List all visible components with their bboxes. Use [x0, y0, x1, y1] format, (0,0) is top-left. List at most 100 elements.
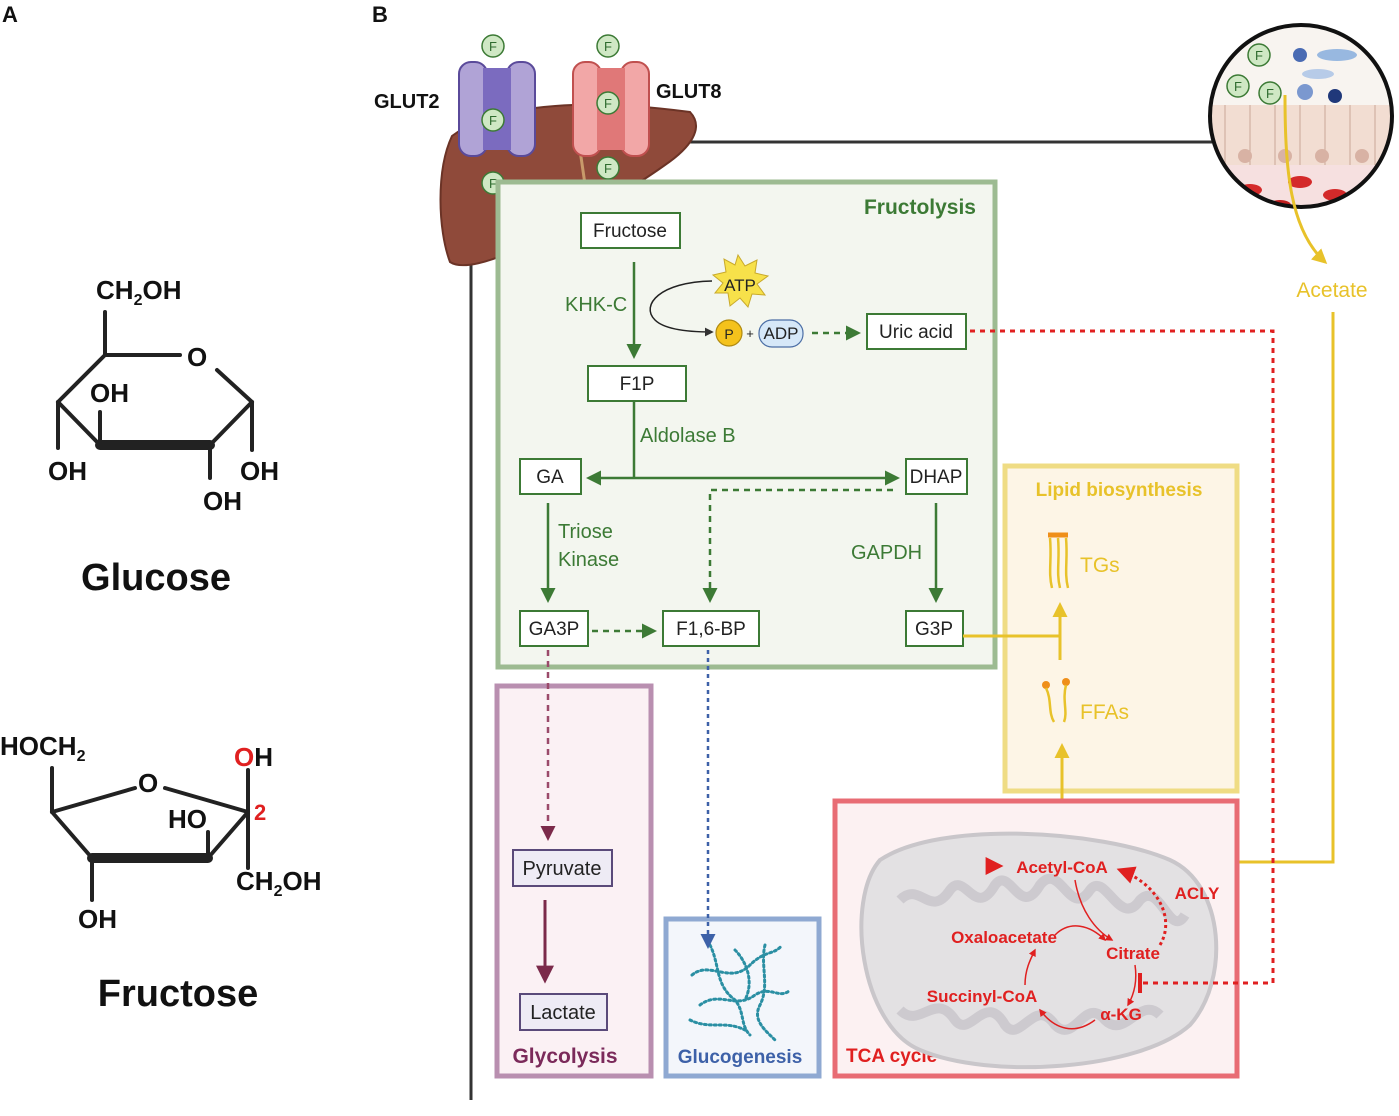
succinyl-coa-label: Succinyl-CoA	[927, 987, 1038, 1006]
f-symbol-5: F	[604, 96, 612, 111]
f-symbol-1: F	[489, 39, 497, 54]
fructose-node-box	[580, 212, 681, 249]
g3p-node-label: G3P	[915, 619, 953, 640]
glucose-oh-upper: OH	[90, 378, 129, 408]
fructolysis-box	[495, 179, 998, 670]
panel-b-label: B	[372, 2, 388, 27]
fructose-ch2oh: CH2OH	[236, 866, 321, 900]
fructose-structure	[50, 766, 250, 902]
fructose-name: Fructose	[98, 973, 258, 1015]
arrow-succinylcoa-to-oxaloacetate	[1024, 948, 1036, 986]
glucose-name: Glucose	[81, 557, 231, 599]
glut8-transporter	[572, 61, 650, 157]
ga-node-label: GA	[536, 467, 564, 488]
fructose-ho-mid: HO	[168, 804, 207, 834]
fructolysis-title: Fructolysis	[864, 196, 976, 219]
phosphate-icon: P	[715, 319, 743, 347]
f-symbol-gut-2: F	[1234, 79, 1242, 94]
atp-label: ATP	[724, 276, 756, 295]
fructose-oh-bottom: OH	[78, 904, 117, 934]
khk-c-label: KHK-C	[565, 294, 627, 316]
triglyceride-icon	[1048, 532, 1070, 589]
f16bp-node-label: F1,6-BP	[676, 619, 746, 640]
f-symbol-2: F	[489, 113, 497, 128]
gapdh-label: GAPDH	[851, 542, 922, 564]
fatty-acid-icon	[1042, 678, 1070, 723]
acetyl-coa-label: Acetyl-CoA	[1016, 858, 1108, 877]
glucose-ring-oxygen: O	[187, 342, 207, 372]
arrow-acetylcoa-to-citrate	[1074, 879, 1114, 941]
lipid-biosynthesis-box	[1002, 463, 1240, 794]
gut-microbiota-illustration: F F F	[1208, 23, 1394, 209]
fructose-ring-oxygen: O	[138, 768, 158, 798]
arrow-dhap-to-f16bp	[702, 488, 893, 603]
tca-arrows	[1024, 866, 1168, 1030]
glucose-oh-left: OH	[48, 456, 87, 486]
arrow-oxaloacetate-to-citrate	[1054, 925, 1107, 942]
phosphate-label: P	[724, 326, 733, 342]
acly-label: ACLY	[1175, 884, 1220, 903]
arrow-citrate-to-acetylcoa-acly	[1116, 866, 1168, 946]
ffas-label: FFAs	[1080, 701, 1129, 724]
acetate-arrow-down	[1283, 94, 1328, 265]
f16bp-node-box	[662, 610, 760, 647]
oxaloacetate-label: Oxaloacetate	[951, 928, 1057, 947]
uric-acid-node-label: Uric acid	[879, 322, 953, 343]
glucose-oh-right: OH	[240, 456, 279, 486]
fructolysis-nodes: Fructose Uric acid F1P GA DHAP GA3P F1,6…	[519, 212, 968, 647]
arrow-citrate-to-akg	[1127, 964, 1137, 1007]
ga-node-box	[519, 458, 582, 495]
fructolysis-arrows	[540, 262, 944, 639]
arrow-akg-to-succinylcoa	[1039, 1008, 1096, 1030]
glycogen-icon	[688, 943, 792, 1042]
f1p-node-box	[587, 365, 687, 402]
glycolysis-title: Glycolysis	[512, 1045, 617, 1068]
glucose-ch2oh: CH2OH	[96, 275, 181, 309]
glucogenesis-box	[663, 916, 822, 1079]
adp-icon: ADP	[758, 319, 804, 348]
glut8-label: GLUT8	[656, 81, 722, 103]
tca-cycle-title: TCA cycle	[846, 1046, 937, 1067]
glucogenesis-title: Glucogenesis	[678, 1047, 803, 1068]
dhap-node-label: DHAP	[910, 467, 963, 488]
mitochondrion-illustration	[859, 831, 1219, 1070]
f-symbol-3: F	[489, 176, 497, 191]
lipid-biosynthesis-title: Lipid biosynthesis	[1036, 480, 1203, 501]
fructose-hoch2: HOCH2	[0, 731, 86, 765]
ga3p-node-label: GA3P	[529, 619, 580, 640]
f-symbol-4: F	[604, 39, 612, 54]
glucose-oh-bottom: OH	[203, 486, 242, 516]
lactate-node-box	[519, 993, 608, 1031]
fructose-molecule-icons: F F F F F F	[481, 34, 620, 195]
glucose-structure	[56, 310, 254, 480]
pyruvate-node-box	[512, 849, 613, 887]
citrate-label: Citrate	[1106, 944, 1160, 963]
acetate-label: Acetate	[1296, 279, 1367, 302]
pyruvate-node-label: Pyruvate	[523, 858, 602, 880]
atp-star-icon: ATP	[711, 253, 770, 308]
uric-acid-inhibition-line	[970, 329, 1275, 985]
ga3p-node-box	[519, 610, 589, 647]
triose-kinase-label-2: Kinase	[558, 549, 619, 571]
tca-labels: Acetyl-CoA ACLY Oxaloacetate Citrate Suc…	[927, 858, 1220, 1024]
aldolase-b-label: Aldolase B	[640, 425, 736, 447]
uric-acid-node-box	[866, 313, 967, 350]
g3p-node-box	[905, 610, 964, 647]
f1p-node-label: F1P	[620, 374, 655, 395]
tgs-label: TGs	[1080, 554, 1120, 577]
glut2-label: GLUT2	[374, 91, 440, 113]
akg-label: α-KG	[1100, 1005, 1142, 1024]
panel-a-label: A	[2, 2, 18, 27]
plus-sign: +	[746, 326, 754, 341]
fructose-oh-top: OH	[234, 742, 273, 772]
lactate-node-label: Lactate	[530, 1002, 596, 1024]
glycolysis-nodes: Pyruvate Lactate	[512, 849, 613, 1031]
fructose-carbon-number: 2	[254, 800, 266, 825]
adp-label: ADP	[764, 324, 799, 343]
f-symbol-6: F	[604, 161, 612, 176]
atp-consumption-arrow	[649, 280, 714, 337]
dhap-node-box	[905, 458, 968, 495]
f-symbol-gut-1: F	[1255, 48, 1263, 63]
fructose-node-label: Fructose	[593, 221, 667, 242]
